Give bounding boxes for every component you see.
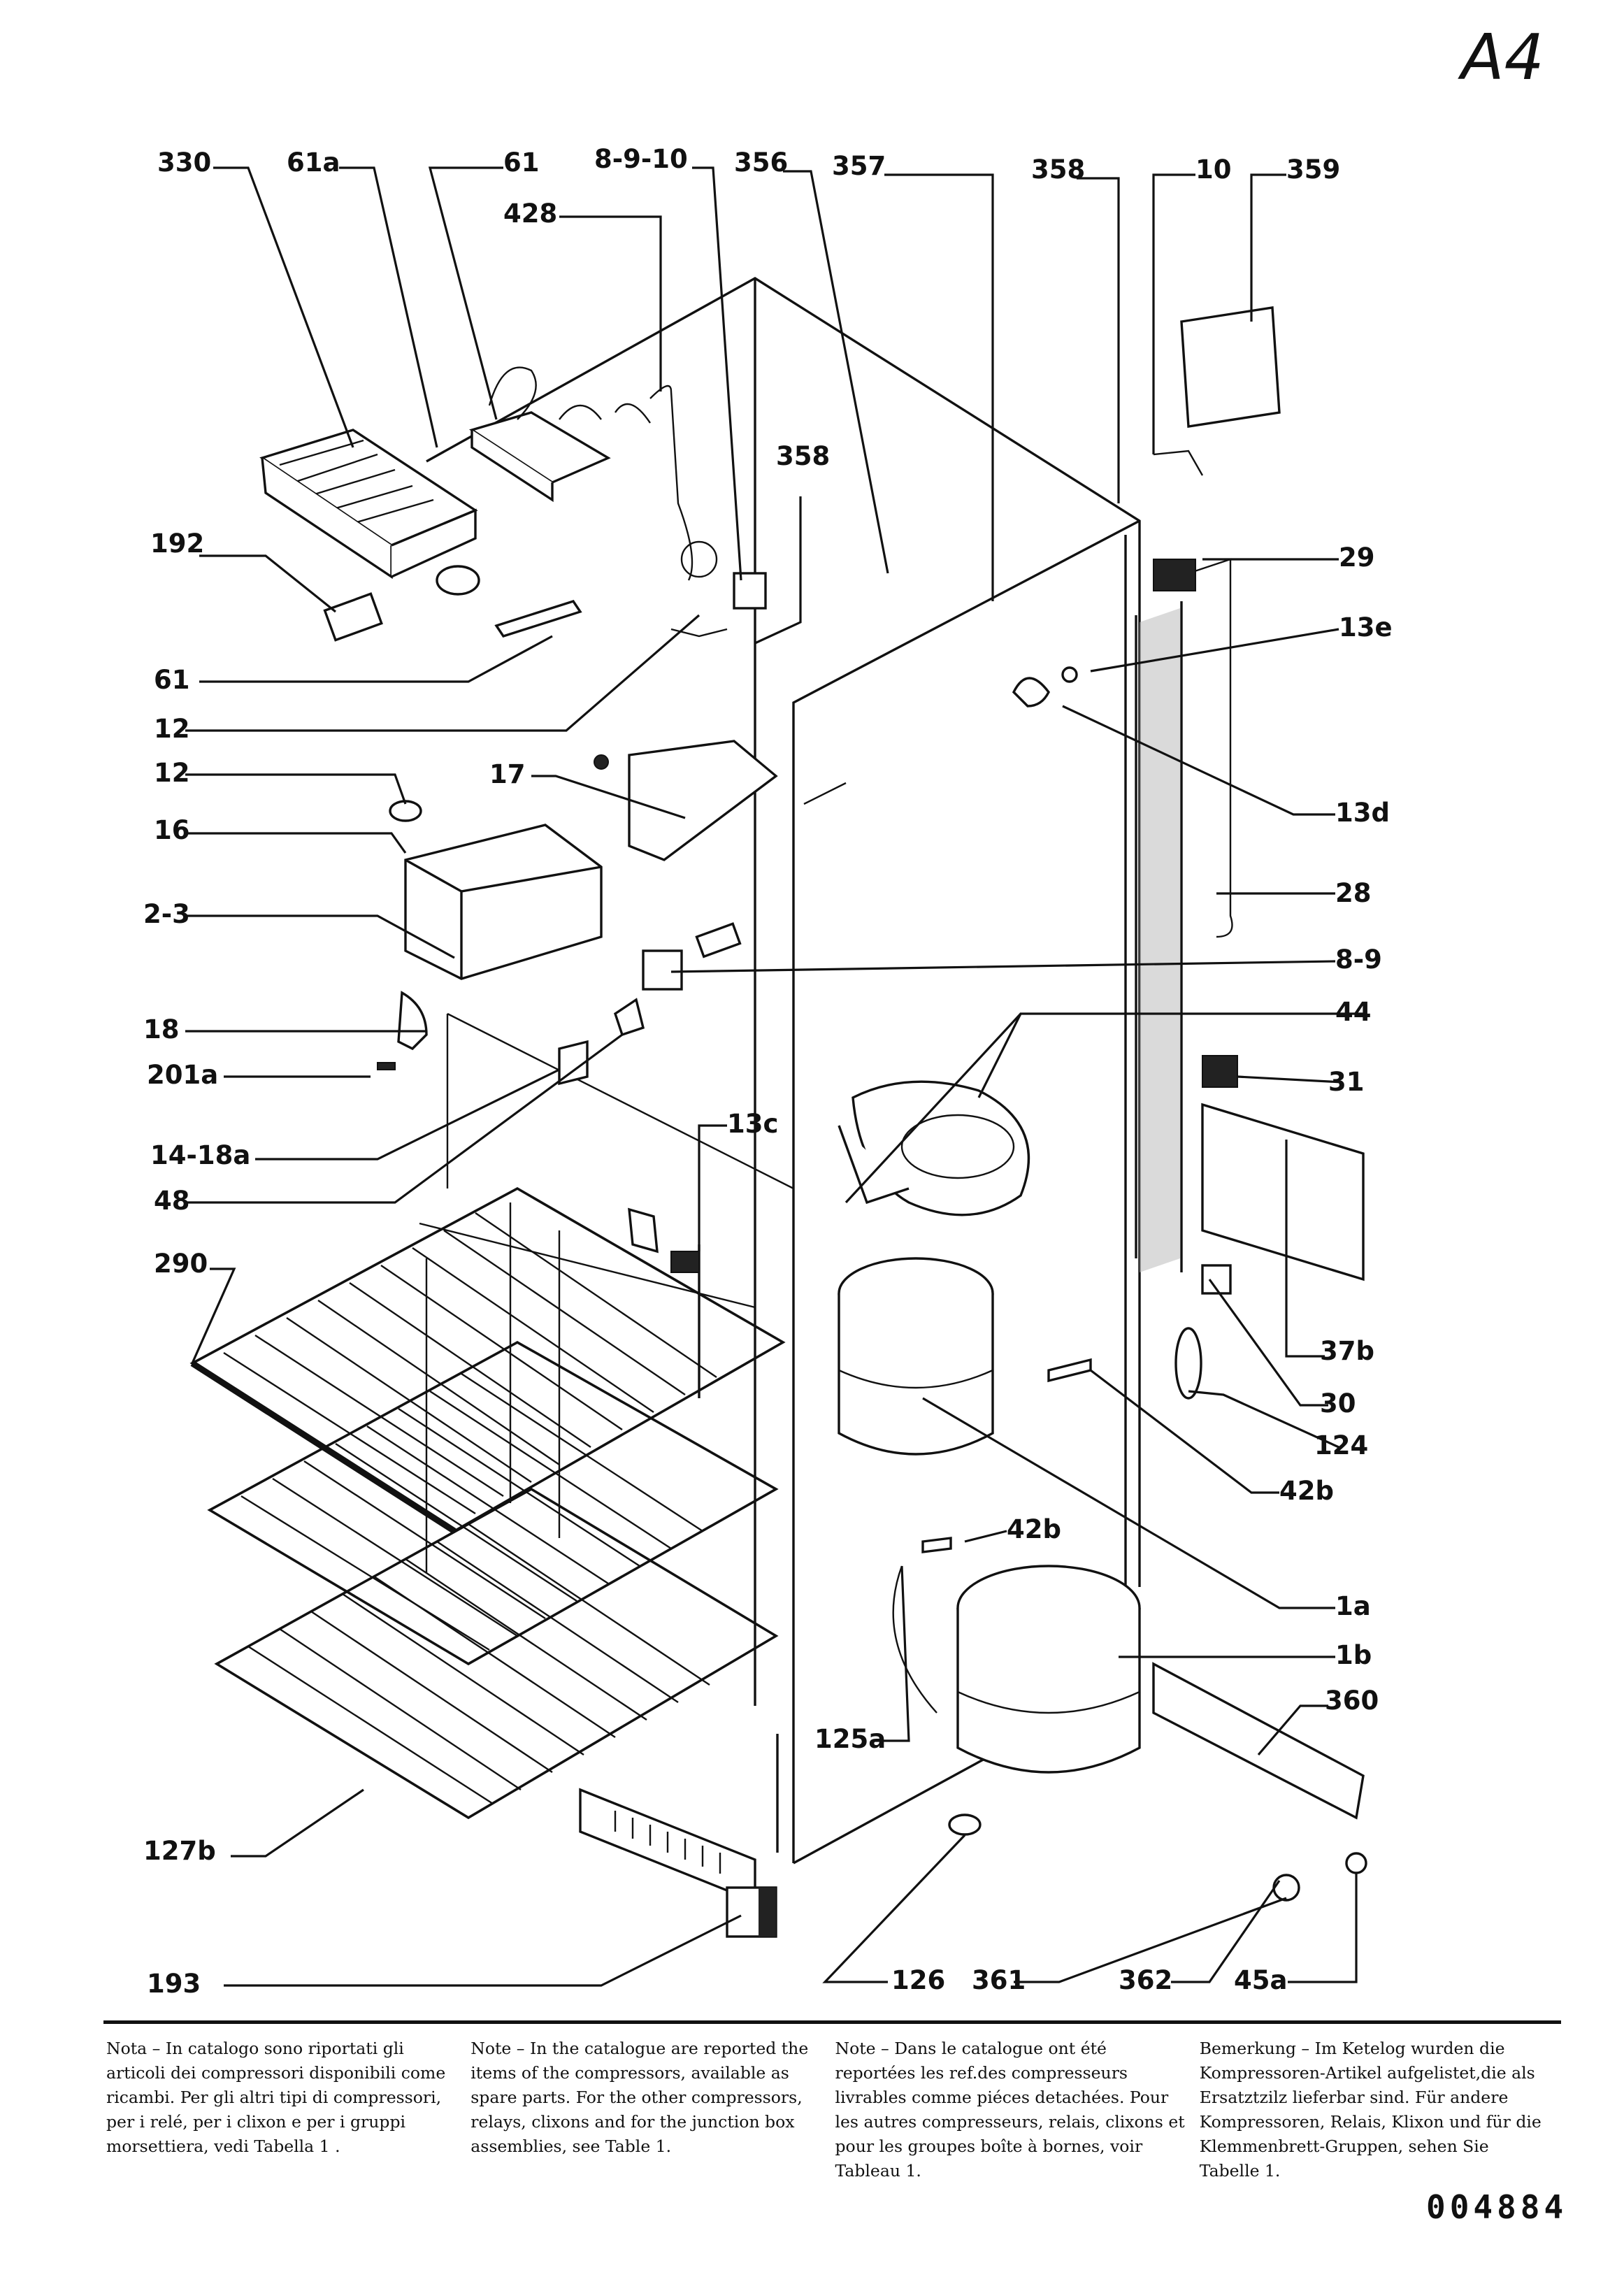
label-361: 361	[972, 1965, 1026, 1995]
note-italian: Nota – In catalogo sono riportati gli ar…	[106, 2039, 446, 2156]
label-28: 28	[1335, 878, 1372, 908]
label-10: 10	[1195, 155, 1232, 185]
note-german: Bemerkung – Im Ketelog wurden die Kompre…	[1199, 2039, 1542, 2181]
label-290: 290	[154, 1249, 208, 1279]
label-61-left: 61	[154, 665, 190, 695]
label-61-top: 61	[503, 148, 540, 178]
note-french: Note – Dans le catalogue ont été reporté…	[835, 2039, 1185, 2181]
drawing-number: 004884	[1426, 2188, 1568, 2226]
label-14-18a: 14-18a	[150, 1140, 250, 1170]
label-356: 356	[734, 148, 788, 178]
label-330: 330	[157, 148, 211, 178]
label-48: 48	[154, 1186, 190, 1216]
label-44: 44	[1335, 997, 1372, 1027]
label-12-a: 12	[154, 714, 190, 744]
label-359: 359	[1286, 155, 1340, 185]
thermostat-assembly	[468, 366, 767, 610]
label-13c: 13c	[727, 1109, 778, 1139]
label-13d: 13d	[1335, 798, 1390, 828]
label-2-3: 2-3	[143, 899, 190, 929]
leader-lines	[185, 166, 1363, 1987]
label-45a: 45a	[1234, 1965, 1287, 1995]
label-358-top: 358	[1031, 155, 1085, 185]
compressor-1a	[838, 1257, 994, 1456]
label-201a: 201a	[147, 1060, 218, 1090]
label-29: 29	[1339, 543, 1375, 573]
label-360: 360	[1325, 1686, 1379, 1716]
note-english: Note – In the catalogue are reported the…	[470, 2039, 809, 2156]
label-126: 126	[891, 1965, 945, 1995]
notes-section: Nota – In catalogo sono riportati gli ar…	[103, 2020, 1561, 2183]
label-1a: 1a	[1335, 1591, 1371, 1621]
label-13e: 13e	[1339, 612, 1393, 642]
label-357: 357	[832, 151, 886, 181]
label-193: 193	[147, 1969, 201, 1999]
ice-tray	[259, 429, 478, 580]
label-16: 16	[154, 815, 190, 845]
label-31: 31	[1328, 1067, 1365, 1097]
small-parts-right	[1012, 306, 1365, 1400]
part-labels: 330 61a 61 8-9-10 356 357 358 10 359 428…	[143, 144, 1393, 1999]
louvre-panel	[579, 1788, 777, 1938]
label-42b-right: 42b	[1279, 1476, 1334, 1506]
label-30: 30	[1320, 1388, 1356, 1418]
label-37b: 37b	[1320, 1336, 1374, 1366]
small-parts-left	[323, 565, 847, 1273]
fan-shroud	[838, 1080, 1030, 1216]
label-1b: 1b	[1335, 1640, 1372, 1670]
compressor-1b	[892, 1565, 1365, 1820]
cabinet-outline	[419, 277, 1141, 1865]
label-124: 124	[1314, 1430, 1368, 1460]
label-428: 428	[503, 199, 557, 229]
label-192: 192	[150, 529, 204, 559]
label-17: 17	[489, 759, 526, 789]
label-362: 362	[1119, 1965, 1172, 1995]
label-42b-mid: 42b	[1007, 1514, 1061, 1544]
label-18: 18	[143, 1014, 180, 1044]
label-12-b: 12	[154, 758, 190, 788]
label-8-9-10: 8-9-10	[594, 144, 688, 174]
label-127b: 127b	[143, 1836, 216, 1866]
label-8-9: 8-9	[1335, 945, 1382, 975]
page-code: A4	[1461, 21, 1544, 94]
evaporator-coil	[189, 1186, 786, 1820]
label-358-mid: 358	[776, 441, 830, 471]
side-wall-strip	[1135, 558, 1233, 1272]
label-125a: 125a	[814, 1724, 886, 1754]
label-61a: 61a	[287, 148, 340, 178]
